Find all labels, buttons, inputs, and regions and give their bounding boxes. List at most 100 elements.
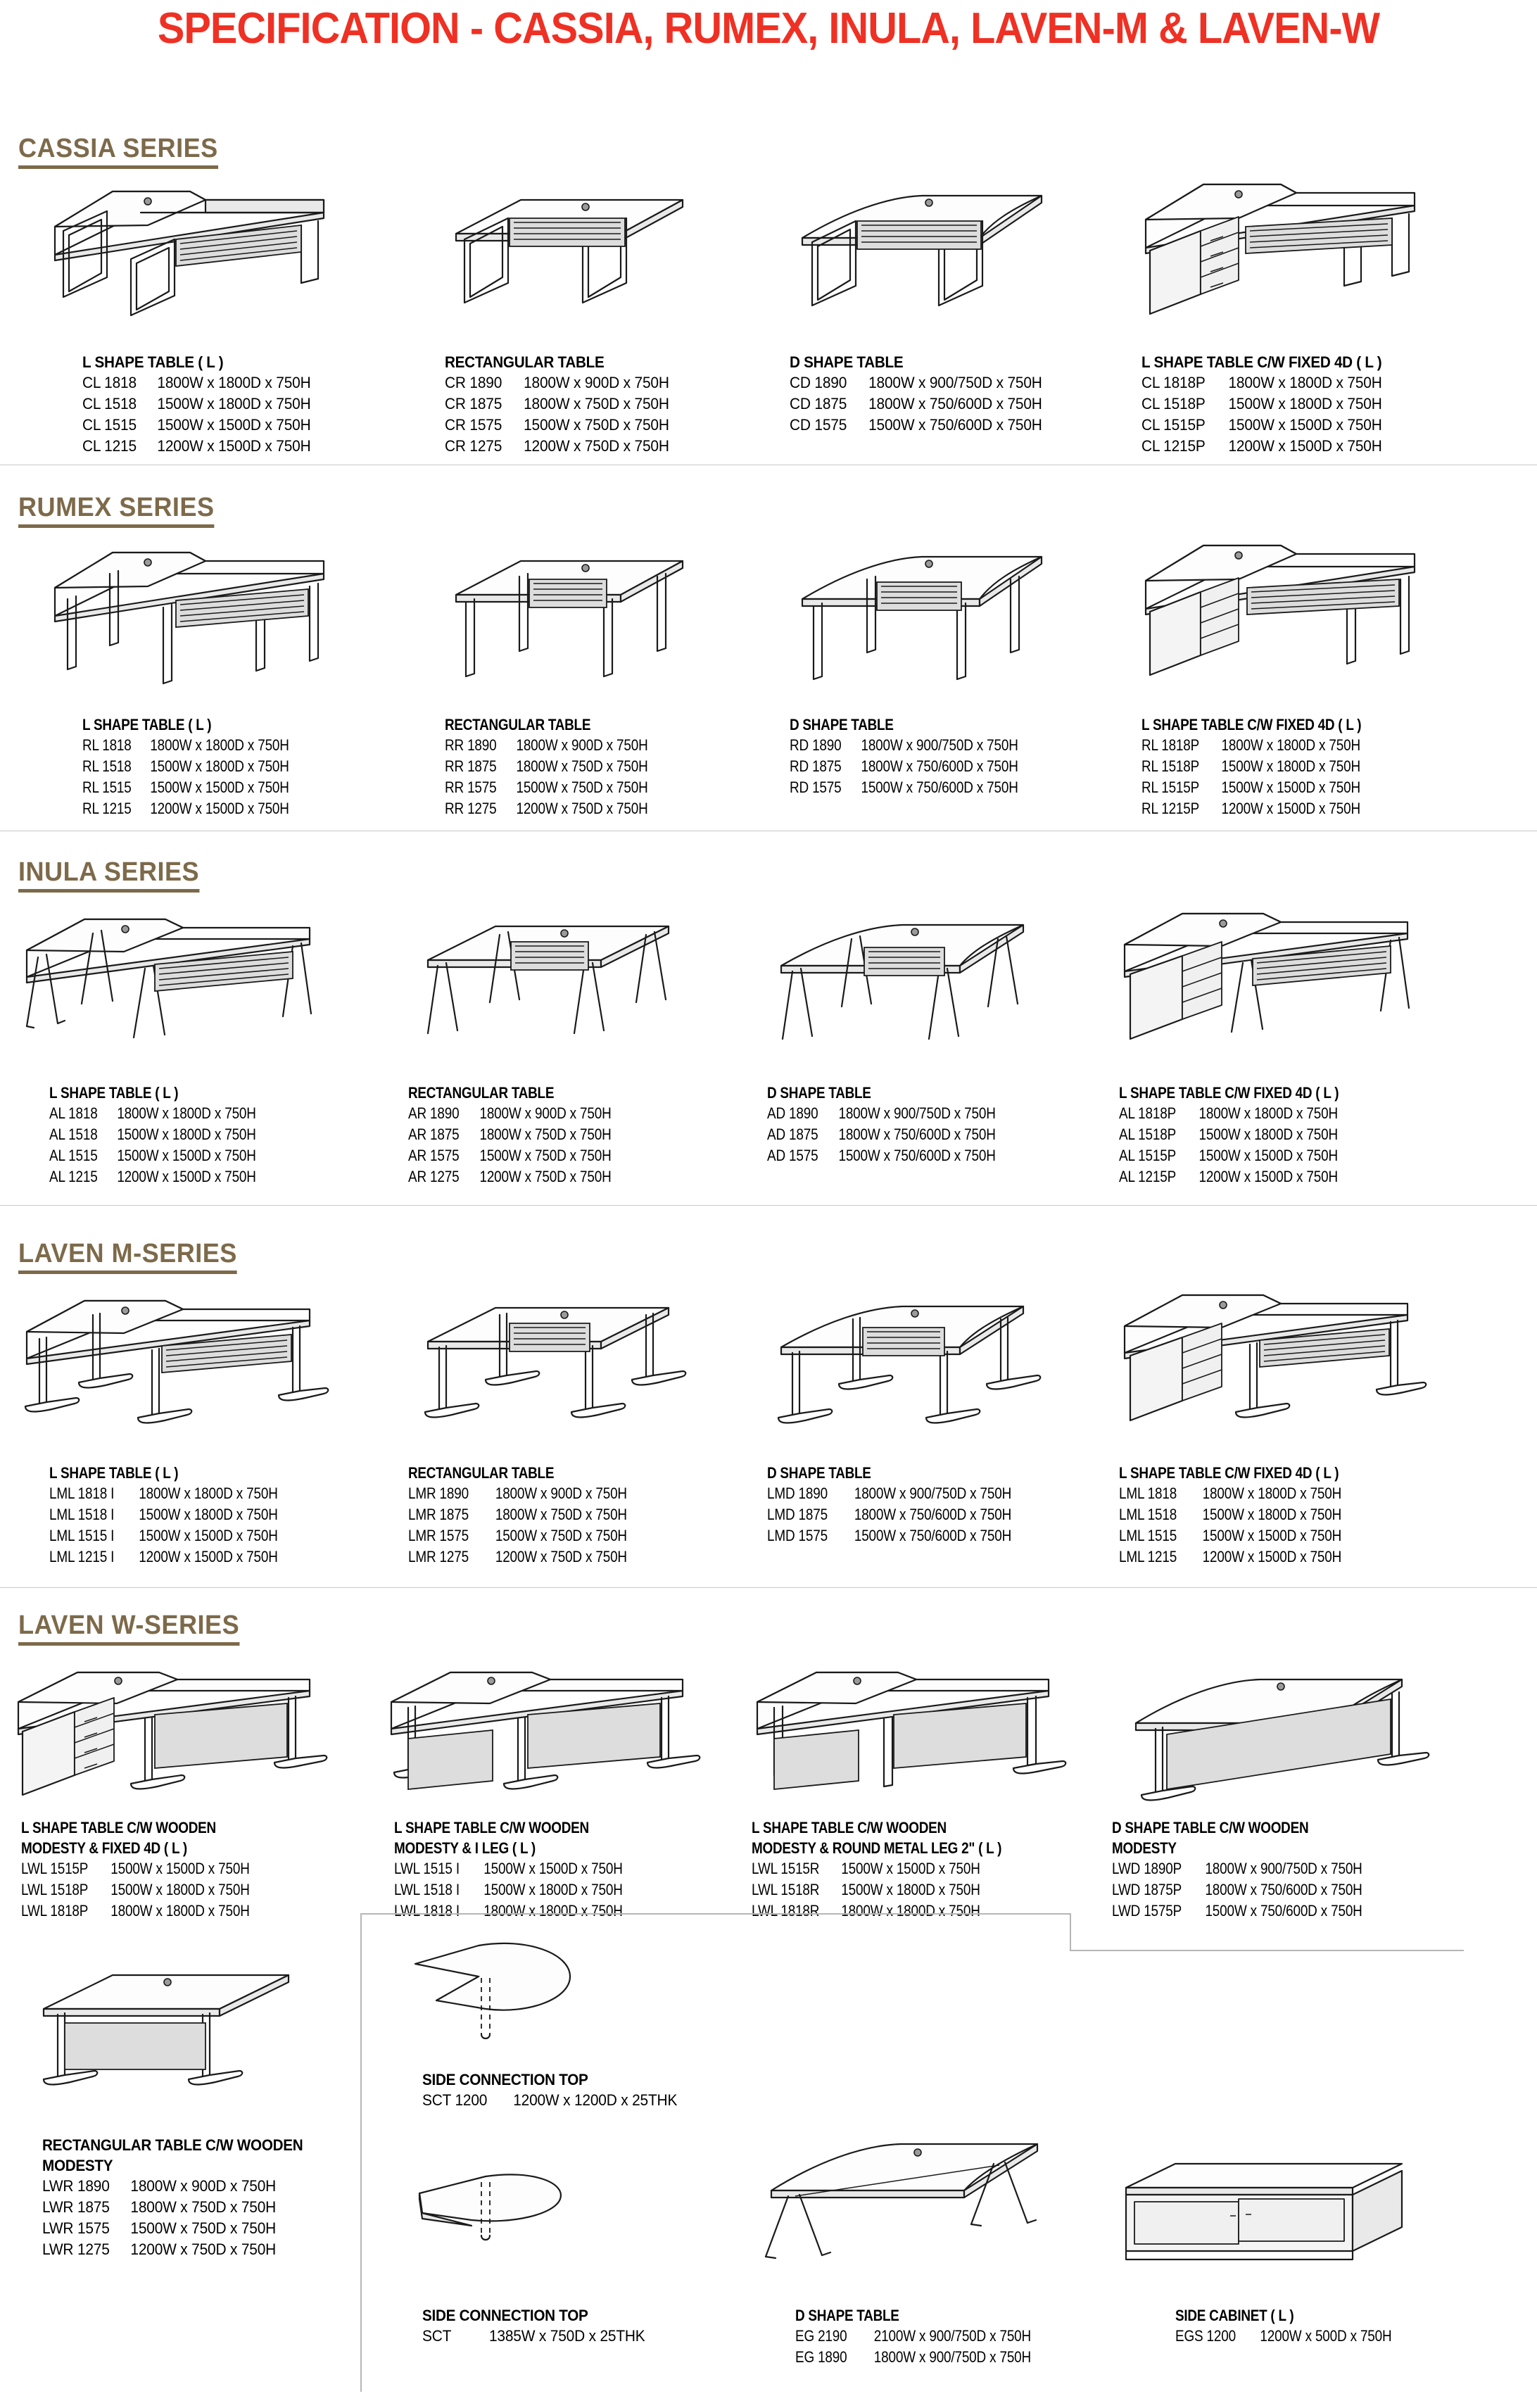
spec-title-line2: MODESTY & ROUND METAL LEG 2" ( L ) [752,1839,1002,1857]
subpanel-connector [1070,1913,1071,1951]
rectangular-table-drawing [408,914,690,1054]
rectangular-table-wooden-modesty-drawing [28,1964,310,2098]
spec-title: L SHAPE TABLE C/W FIXED 4D ( L ) [1141,716,1362,733]
l-shape-table-fixed-4d-drawing [1133,538,1429,697]
l-shape-table-fixed-4d-drawing [1112,908,1422,1056]
spec-title: SIDE CONNECTION TOP [422,2071,588,2088]
subpanel-top-border-2 [1070,1950,1464,1951]
d-shape-table-drawing [746,2126,1056,2274]
page-title: SPECIFICATION - CASSIA, RUMEX, INULA, LA… [157,4,1380,53]
spec-title: L SHAPE TABLE C/W WOODEN [752,1819,947,1836]
section-heading-cassia: CASSIA SERIES [18,134,218,169]
spec-title: L SHAPE TABLE C/W FIXED 4D ( L ) [1141,353,1382,371]
side-cabinet-drawing [1112,2154,1415,2274]
spec-title: D SHAPE TABLE [790,716,894,733]
spec-block-inula-l-shape-4d: L SHAPE TABLE C/W FIXED 4D ( L ) AL 1818… [1119,1083,1499,1187]
d-shape-table-wooden-modesty-drawing [1112,1661,1430,1809]
l-shape-table-drawing [14,1295,329,1436]
d-shape-table-drawing [760,1290,1042,1437]
spec-title: L SHAPE TABLE ( L ) [82,353,224,371]
spec-title: D SHAPE TABLE [767,1464,871,1482]
spec-title: L SHAPE TABLE ( L ) [49,1464,179,1482]
side-connection-top-round-drawing [394,1936,619,2055]
section-divider [0,1587,1537,1588]
l-shape-table-drawing [14,914,324,1054]
rectangular-table-drawing [408,1295,690,1436]
section-heading-laven-w: LAVEN W-SERIES [18,1610,240,1646]
spec-title: RECTANGULAR TABLE C/W WOODEN [42,2136,303,2154]
spec-title: L SHAPE TABLE C/W WOODEN [394,1819,589,1836]
spec-title: D SHAPE TABLE [790,353,904,371]
spec-title-line2: MODESTY [42,2157,113,2174]
d-shape-table-drawing [781,538,1063,697]
side-connection-top-half-drawing [394,2154,619,2267]
l-shape-table-drawing [42,184,338,325]
spec-title: RECTANGULAR TABLE [408,1464,555,1482]
spec-title: L SHAPE TABLE C/W WOODEN [21,1819,216,1836]
spec-block-lwd-modesty: D SHAPE TABLE C/W WOODEN MODESTY LWD 189… [1112,1817,1492,1922]
rectangular-table-drawing [436,184,704,325]
l-shape-table-fixed-4d-drawing [1112,1290,1427,1437]
spec-title: L SHAPE TABLE ( L ) [82,716,212,733]
l-shape-table-fixed-4d-drawing [1133,177,1429,325]
spec-block-lwl-i-leg: L SHAPE TABLE C/W WOODEN MODESTY & I LEG… [394,1817,753,1922]
spec-title: D SHAPE TABLE [795,2307,899,2324]
d-shape-table-drawing [781,177,1063,325]
